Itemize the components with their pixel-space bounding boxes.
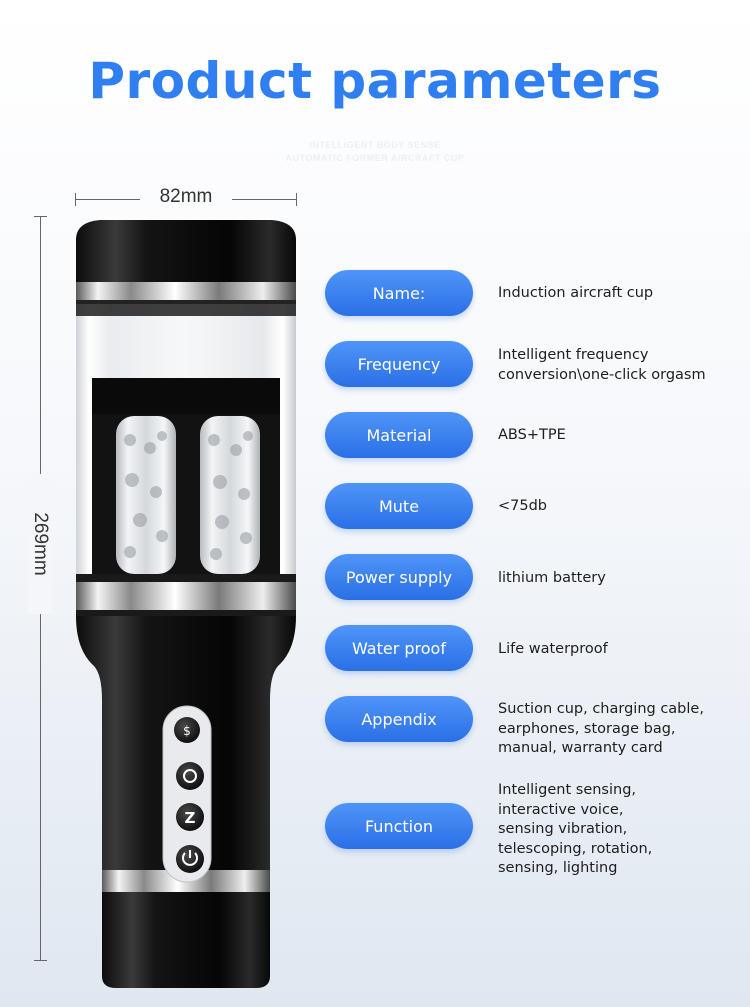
subtitle-line-2: AUTOMATIC FORMER AIRCRAFT CUP [285,153,465,163]
param-value-line: telescoping, rotation, [498,840,653,857]
param-label-power-supply: Power supply [325,554,473,600]
z-mode-icon: Z [176,803,204,831]
param-value-line: Suction cup, charging cable, [498,701,704,717]
svg-text:Z: Z [185,809,196,827]
param-label-water-proof: Water proof [325,625,473,671]
param-value-water-proof: Life waterproof [498,640,738,660]
subtitle-line-1: INTELLIGENT BODY SENSE [309,140,441,150]
width-dimension-tick-right [296,193,297,206]
power-icon [176,845,204,873]
width-dimension-tick-left [75,193,76,206]
param-value-material: ABS+TPE [498,426,738,446]
dollar-bulb-icon: $ [174,717,200,743]
width-dimension-label: 82mm [140,186,232,210]
height-dimension-tick-top [34,216,47,217]
param-value-line: Intelligent sensing, [498,782,637,798]
param-label-material: Material [325,412,473,458]
cycle-icon [176,762,204,790]
param-value-name: Induction aircraft cup [498,284,738,304]
param-label-name: Name: [325,270,473,316]
param-value-line: manual, warranty card [498,740,663,756]
param-value-mute: <75db [498,497,738,517]
page-title: Product parameters [88,52,662,110]
param-label-appendix: Appendix [325,696,473,742]
param-value-function: Intelligent sensing, interactive voice, … [498,781,738,879]
height-dimension-tick-bottom [34,960,47,961]
param-value-frequency: Intelligent frequency conversion\one-cli… [498,346,738,385]
param-value-line: <75db [498,498,548,514]
param-label-mute: Mute [325,483,473,529]
param-value-line: sensing vibration, [498,821,628,837]
param-value-line: sensing, lighting [498,860,618,876]
param-label-frequency: Frequency [325,341,473,387]
param-value-line: ABS+TPE [498,427,566,443]
param-label-function: Function [325,803,473,849]
param-value-power-supply: lithium battery [498,569,738,589]
param-value-line: Intelligent frequency [498,347,649,363]
param-value-line: earphones, storage bag, [498,720,676,737]
param-value-line: conversion\one-click orgasm [498,366,706,383]
svg-text:$: $ [183,724,191,738]
param-value-line: interactive voice, [498,801,624,818]
param-value-line: lithium battery [498,570,606,586]
param-value-line: Life waterproof [498,641,608,657]
param-value-appendix: Suction cup, charging cable, earphones, … [498,700,738,759]
param-value-line: Induction aircraft cup [498,285,654,301]
